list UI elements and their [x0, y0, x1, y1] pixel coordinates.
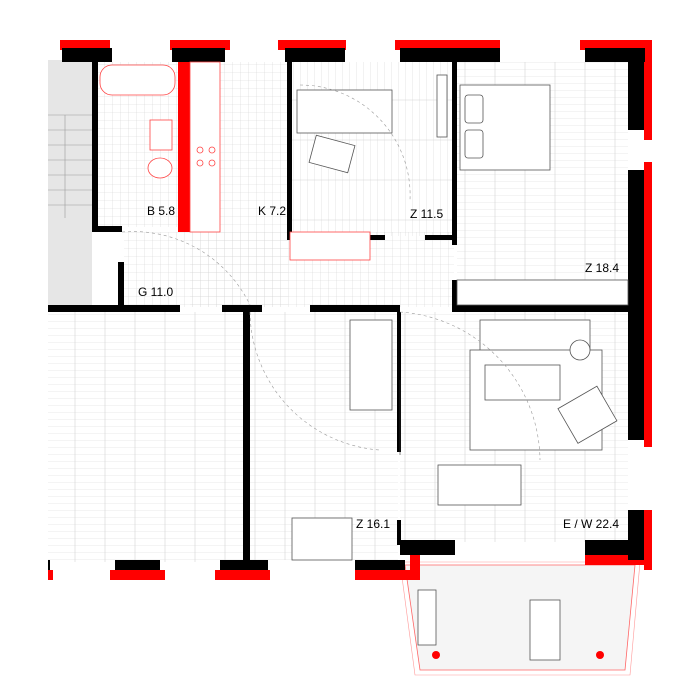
pillow — [464, 129, 484, 159]
room-label-bath: B 5.8 — [147, 204, 175, 218]
desk-small — [308, 134, 356, 174]
armchair — [557, 385, 618, 444]
room-label-hall: G 11.0 — [138, 285, 173, 299]
room-label-living-dining: E / W 22.4 — [563, 517, 619, 531]
shelf — [289, 231, 371, 261]
sink — [149, 119, 173, 151]
room-label-kitchen: K 7.2 — [258, 204, 286, 218]
stairs — [48, 114, 92, 218]
bed-small — [296, 89, 393, 134]
room-label-room-small: Z 11.5 — [410, 207, 443, 221]
stove-burner — [196, 146, 204, 154]
doors — [121, 84, 541, 461]
coffee-table — [484, 364, 561, 401]
single-bed — [349, 319, 393, 411]
toilet — [147, 157, 173, 179]
balcony-table — [529, 599, 561, 661]
stair-area — [48, 60, 92, 305]
bathtub — [99, 64, 176, 96]
desk-mid — [291, 517, 353, 561]
balcony-outline — [399, 561, 641, 676]
room-labels: B 5.8 K 7.2 Z 11.5 Z 18.4 G 11.0 Z 16.1 … — [138, 204, 619, 531]
stove-burner — [208, 159, 216, 167]
furniture — [99, 61, 629, 661]
red-walls — [48, 40, 652, 659]
pillow — [464, 94, 484, 124]
stove-burner — [196, 159, 204, 167]
walls — [48, 48, 645, 570]
room-label-bedroom: Z 18.4 — [585, 261, 619, 275]
wardrobe — [436, 74, 448, 138]
kitchen-counter — [189, 61, 221, 233]
planter — [417, 589, 437, 646]
dining-table — [437, 464, 522, 506]
floor-lamp — [569, 339, 591, 361]
room-label-room-mid: Z 16.1 — [356, 517, 390, 531]
balcony — [404, 564, 636, 671]
bedroom-cabinets — [456, 279, 629, 306]
stove-burner — [208, 146, 216, 154]
left-room-floor — [48, 312, 243, 562]
hall-floor — [124, 232, 454, 307]
